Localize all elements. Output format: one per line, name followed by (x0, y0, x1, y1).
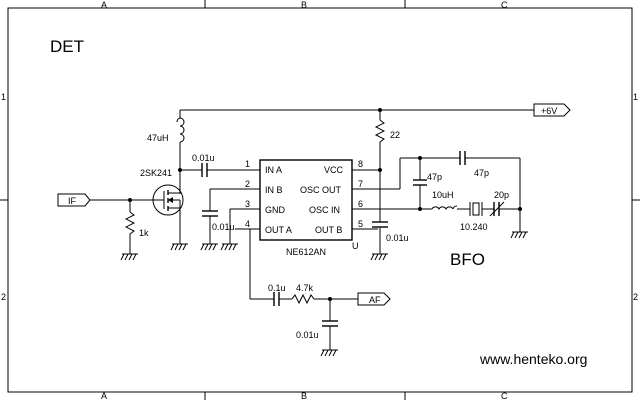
resistor-vcc-icon (374, 110, 386, 222)
zone-label-right-2: 2 (633, 292, 638, 302)
resistor-gate-icon (124, 200, 136, 254)
c-trim-label: 20p (494, 190, 509, 200)
bfo-label: BFO (450, 250, 485, 269)
if-port-label: IF (68, 196, 77, 206)
ic-pin-name-out-b: OUT B (315, 225, 342, 235)
ic-pin-num-6: 6 (358, 199, 363, 209)
zone-label-top-c: C (501, 0, 508, 10)
ic-part-name: NE612AN (286, 247, 326, 257)
ground-icon (220, 208, 238, 251)
zone-label-bottom-a: A (101, 391, 107, 400)
r-gate-label: 1k (139, 228, 149, 238)
c-osc-label: 47p (427, 172, 442, 182)
ic-pin-num-1: 1 (245, 159, 250, 169)
inductor-osc-icon (431, 205, 470, 211)
output-wiring (235, 228, 391, 357)
zone-label-left-2: 2 (1, 292, 6, 302)
xtal-label: 10.240 (460, 222, 488, 232)
capacitor-in-icon (180, 163, 235, 177)
fet-q1-icon (130, 184, 184, 240)
c-in-label: 0.01u (192, 153, 215, 163)
r-vcc-label: 22 (390, 130, 400, 140)
zone-label-top-b: B (301, 0, 307, 10)
ic-pin-num-4: 4 (245, 219, 250, 229)
supply-rail (180, 103, 571, 117)
ic-unit-mark: U (352, 241, 359, 251)
website-label: www.henteko.org (479, 351, 587, 367)
c-fb-label: 47p (474, 168, 489, 178)
ic-pin-num-7: 7 (358, 179, 363, 189)
section-title: DET (50, 37, 84, 56)
r-out-label: 4.7k (296, 283, 314, 293)
q1-label: 2SK241 (140, 168, 172, 178)
ic-pin-num-8: 8 (358, 159, 363, 169)
c-af-label: 0.01u (296, 330, 319, 340)
c-vcc-label: 0.01u (386, 233, 409, 243)
ic-pin-name-vcc: VCC (324, 165, 344, 175)
if-port (57, 193, 132, 207)
oscillator-wiring (378, 151, 522, 232)
ic-pin-name-gnd: GND (265, 205, 286, 215)
ic-ne612an (235, 159, 378, 241)
ic-pin-num-5: 5 (358, 219, 363, 229)
supply-port-label: +6V (541, 106, 557, 116)
ground-icon (170, 240, 188, 251)
capacitor-inb-icon (200, 188, 235, 251)
zone-label-left-1: 1 (1, 92, 6, 102)
ground-icon (120, 253, 138, 261)
ground-icon (510, 231, 528, 239)
ic-pin-name-out-a: OUT A (265, 225, 292, 235)
c-inb-label: 0.01u (212, 222, 235, 232)
ic-pin-num-3: 3 (245, 199, 250, 209)
ic-pin-name-osc-in: OSC IN (309, 205, 340, 215)
zone-label-bottom-b: B (301, 391, 307, 400)
ic-pin-name-in-a: IN A (265, 165, 282, 175)
zone-label-top-a: A (101, 0, 107, 10)
ic-pin-num-2: 2 (245, 179, 250, 189)
trimmer-capacitor-icon (489, 201, 520, 217)
ic-pin-name-osc-out: OSC OUT (300, 185, 342, 195)
crystal-icon (469, 202, 494, 216)
zone-label-right-1: 1 (633, 92, 638, 102)
c-out-label: 0.1u (268, 283, 286, 293)
l1-label: 47uH (147, 133, 169, 143)
capacitor-vcc-icon (370, 221, 388, 261)
inductor-l1-icon (176, 110, 185, 194)
l-osc-label: 10uH (432, 190, 454, 200)
zone-label-bottom-c: C (501, 391, 508, 400)
ic-pin-name-in-b: IN B (265, 185, 283, 195)
af-port-label: AF (369, 295, 381, 305)
